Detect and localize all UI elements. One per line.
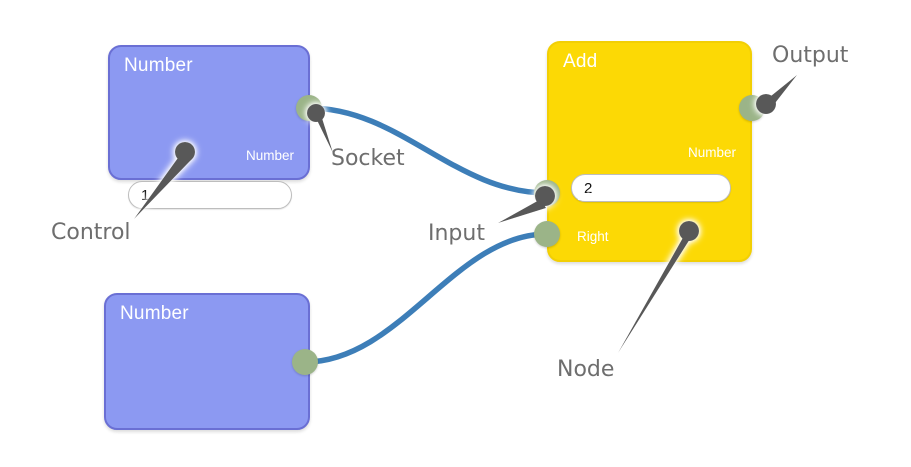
control-number-input[interactable]: 2 — [571, 174, 731, 202]
node-number-bottom[interactable]: Number Number 1 — [104, 293, 310, 430]
annotation-control: Control — [51, 220, 131, 245]
annotation-input: Input — [428, 221, 485, 246]
node-title: Add — [563, 51, 598, 72]
connection-top-to-left[interactable] — [306, 105, 550, 196]
control-value: 2 — [584, 179, 593, 197]
node-add[interactable]: Add Number 2 Left Right — [547, 41, 752, 262]
node-title: Number — [124, 55, 193, 76]
output-port-label: Number — [687, 145, 736, 160]
pointer-control — [134, 142, 195, 219]
pointer-input — [498, 186, 555, 223]
pointer-output — [756, 75, 797, 114]
input-port-label-left: Left — [577, 188, 600, 203]
pointer-node — [618, 221, 699, 353]
output-port-label: Number — [245, 148, 294, 163]
node-title: Number — [120, 303, 189, 324]
socket-output-number-bottom[interactable] — [292, 349, 318, 375]
input-port-label-right: Right — [577, 229, 609, 244]
annotation-node: Node — [557, 357, 615, 382]
annotation-socket: Socket — [331, 146, 405, 171]
annotation-output: Output — [772, 43, 849, 68]
connection-bottom-to-right[interactable] — [302, 231, 550, 365]
pointer-socket — [307, 104, 333, 153]
socket-input-add-right[interactable] — [534, 221, 560, 247]
control-value: 1 — [141, 186, 150, 204]
